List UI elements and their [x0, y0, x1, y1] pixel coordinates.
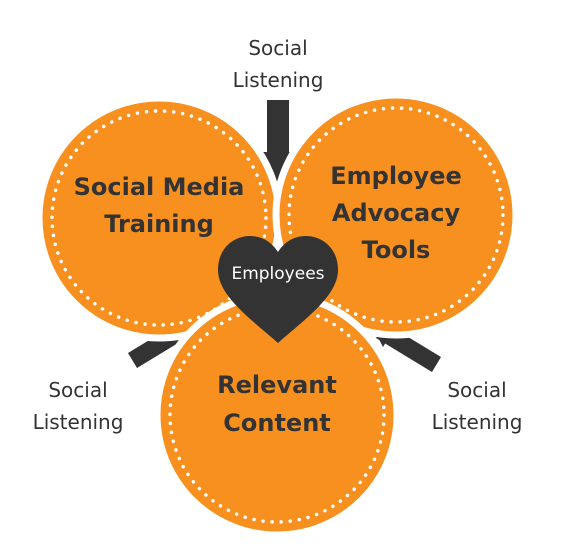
- heart-icon: [218, 236, 338, 343]
- advocacy-label-line3: Tools: [362, 236, 431, 264]
- content-label-line2: Content: [223, 409, 331, 437]
- training-label-line1: Social Media: [74, 173, 245, 201]
- listening-left-line2: Listening: [33, 410, 124, 434]
- heart-label: Employees: [231, 264, 324, 284]
- advocacy-label-line2: Advocacy: [332, 199, 461, 227]
- content-label-line1: Relevant: [217, 371, 337, 399]
- listening-top-line1: Social: [248, 36, 307, 60]
- listening-top-line2: Listening: [233, 68, 324, 92]
- advocacy-label-line1: Employee: [330, 162, 462, 190]
- heart-employees: Employees: [218, 236, 338, 343]
- arrow-top-shaft: [267, 100, 289, 158]
- listening-right-line2: Listening: [432, 410, 523, 434]
- listening-left-line1: Social: [48, 378, 107, 402]
- circle-content-dots: [168, 306, 386, 524]
- listening-right-line1: Social: [447, 378, 506, 402]
- training-label-line2: Training: [104, 210, 214, 238]
- circle-advocacy-dots: [287, 106, 505, 324]
- circle-training-dots: [50, 109, 268, 327]
